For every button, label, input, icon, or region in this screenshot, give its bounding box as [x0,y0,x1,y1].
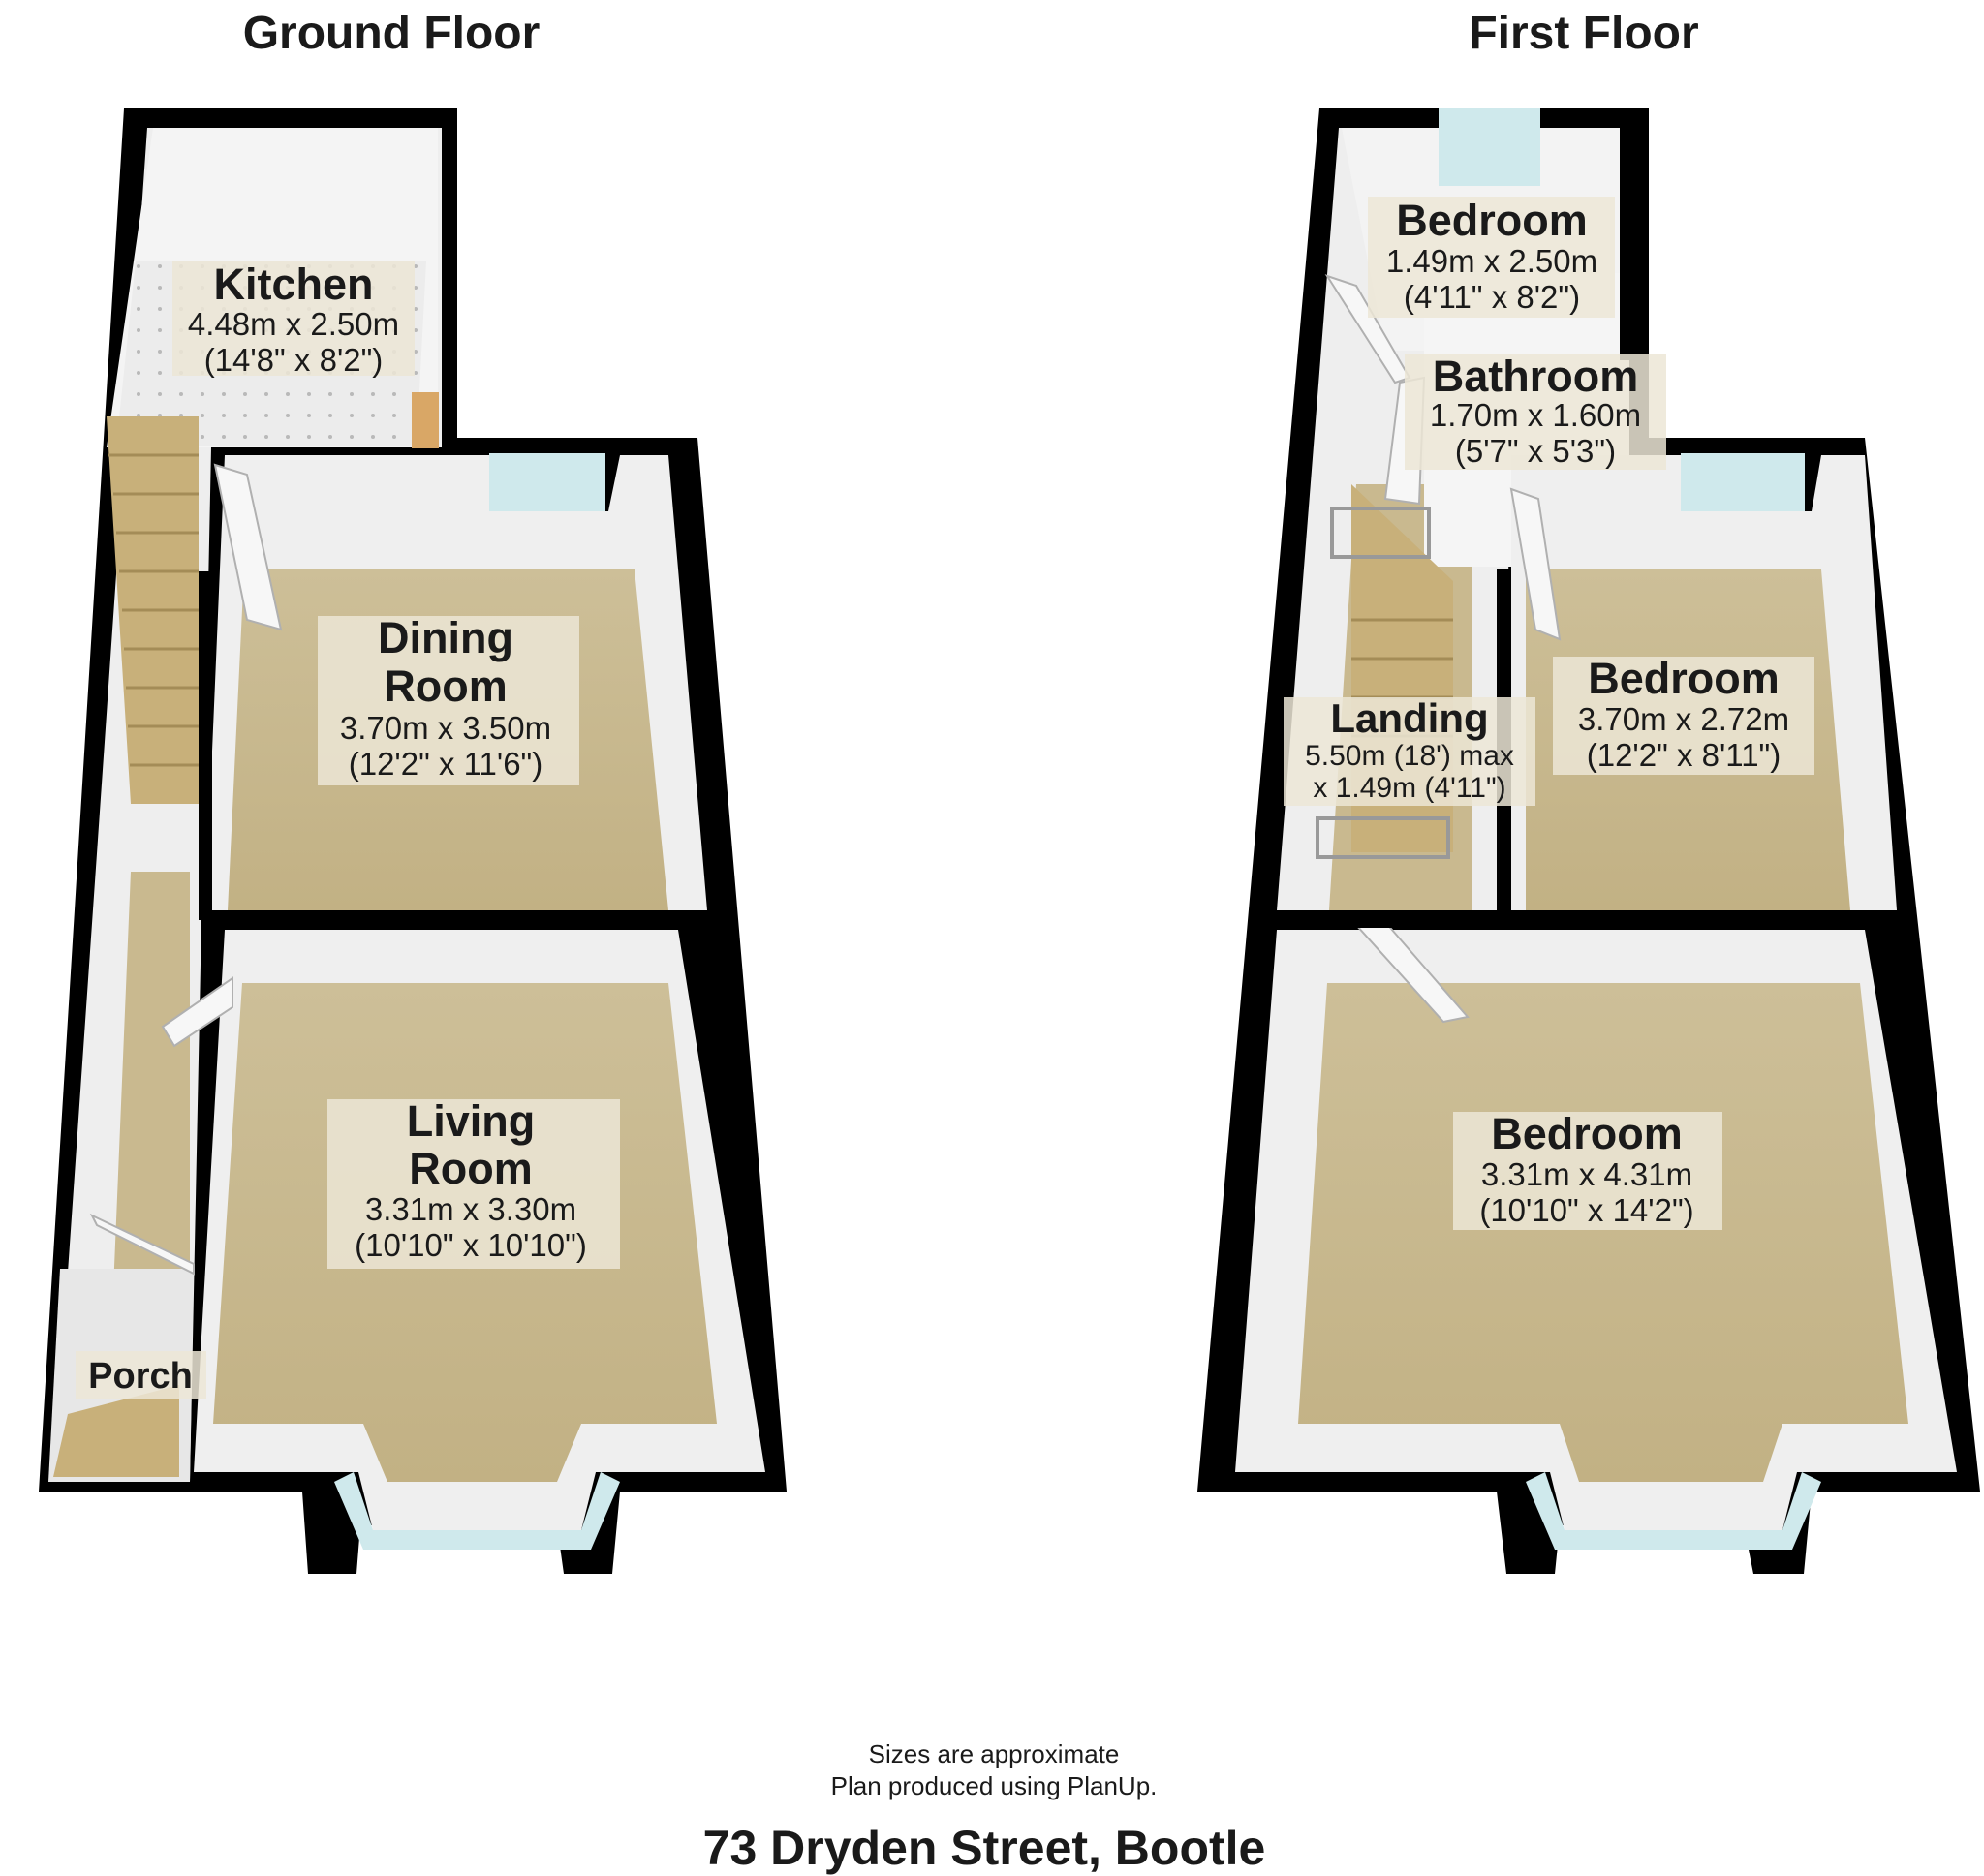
dining-imperial: (12'2" x 11'6") [349,746,543,782]
landing-metric: 5.50m (18') max [1305,740,1514,772]
large-bedroom-metric: 3.31m x 4.31m [1481,1156,1692,1192]
dining-label-line1: Dining [378,613,513,662]
bathroom-metric: 1.70m x 1.60m [1430,397,1641,433]
kitchen-door [412,392,439,448]
labels: Ground Floor First Floor Kitchen 4.48m x… [76,8,1814,1875]
bathroom-wall [1620,128,1631,360]
dining-door [213,463,283,631]
living-label-line2: Room [409,1144,533,1193]
bathroom-imperial: (5'7" x 5'3") [1455,433,1616,469]
dining-living-wall [205,910,709,928]
living-imperial: (10'10" x 10'10") [355,1227,587,1263]
porch-floor [53,1385,179,1477]
ground-floor-title: Ground Floor [243,8,541,59]
hall-wall [199,571,212,920]
small-bedroom-label: Bedroom [1396,196,1588,245]
first-floor-title: First Floor [1469,8,1698,59]
kitchen-metric: 4.48m x 2.50m [188,306,399,342]
middle-bedroom-label: Bedroom [1588,654,1780,703]
porch-label: Porch [88,1356,193,1397]
dining-label-line2: Room [384,661,508,711]
dining-metric: 3.70m x 3.50m [340,710,551,746]
sizes-note: Sizes are approximate [869,1739,1120,1768]
middle-bedroom-metric: 3.70m x 2.72m [1578,701,1789,737]
small-bedroom-metric: 1.49m x 2.50m [1386,243,1597,279]
ground-stairs [107,416,199,804]
dining-window [489,453,605,511]
bay-window-first [1526,1472,1821,1550]
first-floor-plan [1197,108,1980,1574]
property-address: 73 Dryden Street, Bootle [703,1821,1266,1875]
large-bedroom-imperial: (10'10" x 14'2") [1479,1192,1693,1228]
middle-bedroom-imperial: (12'2" x 8'11") [1587,737,1782,773]
living-metric: 3.31m x 3.30m [365,1191,576,1227]
middle-bedroom-window [1681,453,1805,511]
landing-imperial: x 1.49m (4'11") [1313,772,1505,804]
living-door [161,976,233,1048]
landing-label: Landing [1330,695,1488,741]
bay-window-ground [334,1472,620,1550]
small-bedroom-imperial: (4'11" x 8'2") [1404,279,1580,315]
planup-note: Plan produced using PlanUp. [831,1771,1158,1800]
large-bedroom-label: Bedroom [1491,1109,1683,1158]
kitchen-label: Kitchen [213,260,373,309]
middle-large-wall [1274,910,1870,928]
living-label-line1: Living [407,1096,536,1146]
large-bedroom-carpet [1298,983,1908,1482]
kitchen-imperial: (14'8" x 8'2") [204,342,384,378]
small-bedroom-window [1439,108,1540,186]
porch-door [89,1213,195,1276]
bathroom-label: Bathroom [1433,352,1639,401]
middle-bedroom-door [1509,487,1562,641]
